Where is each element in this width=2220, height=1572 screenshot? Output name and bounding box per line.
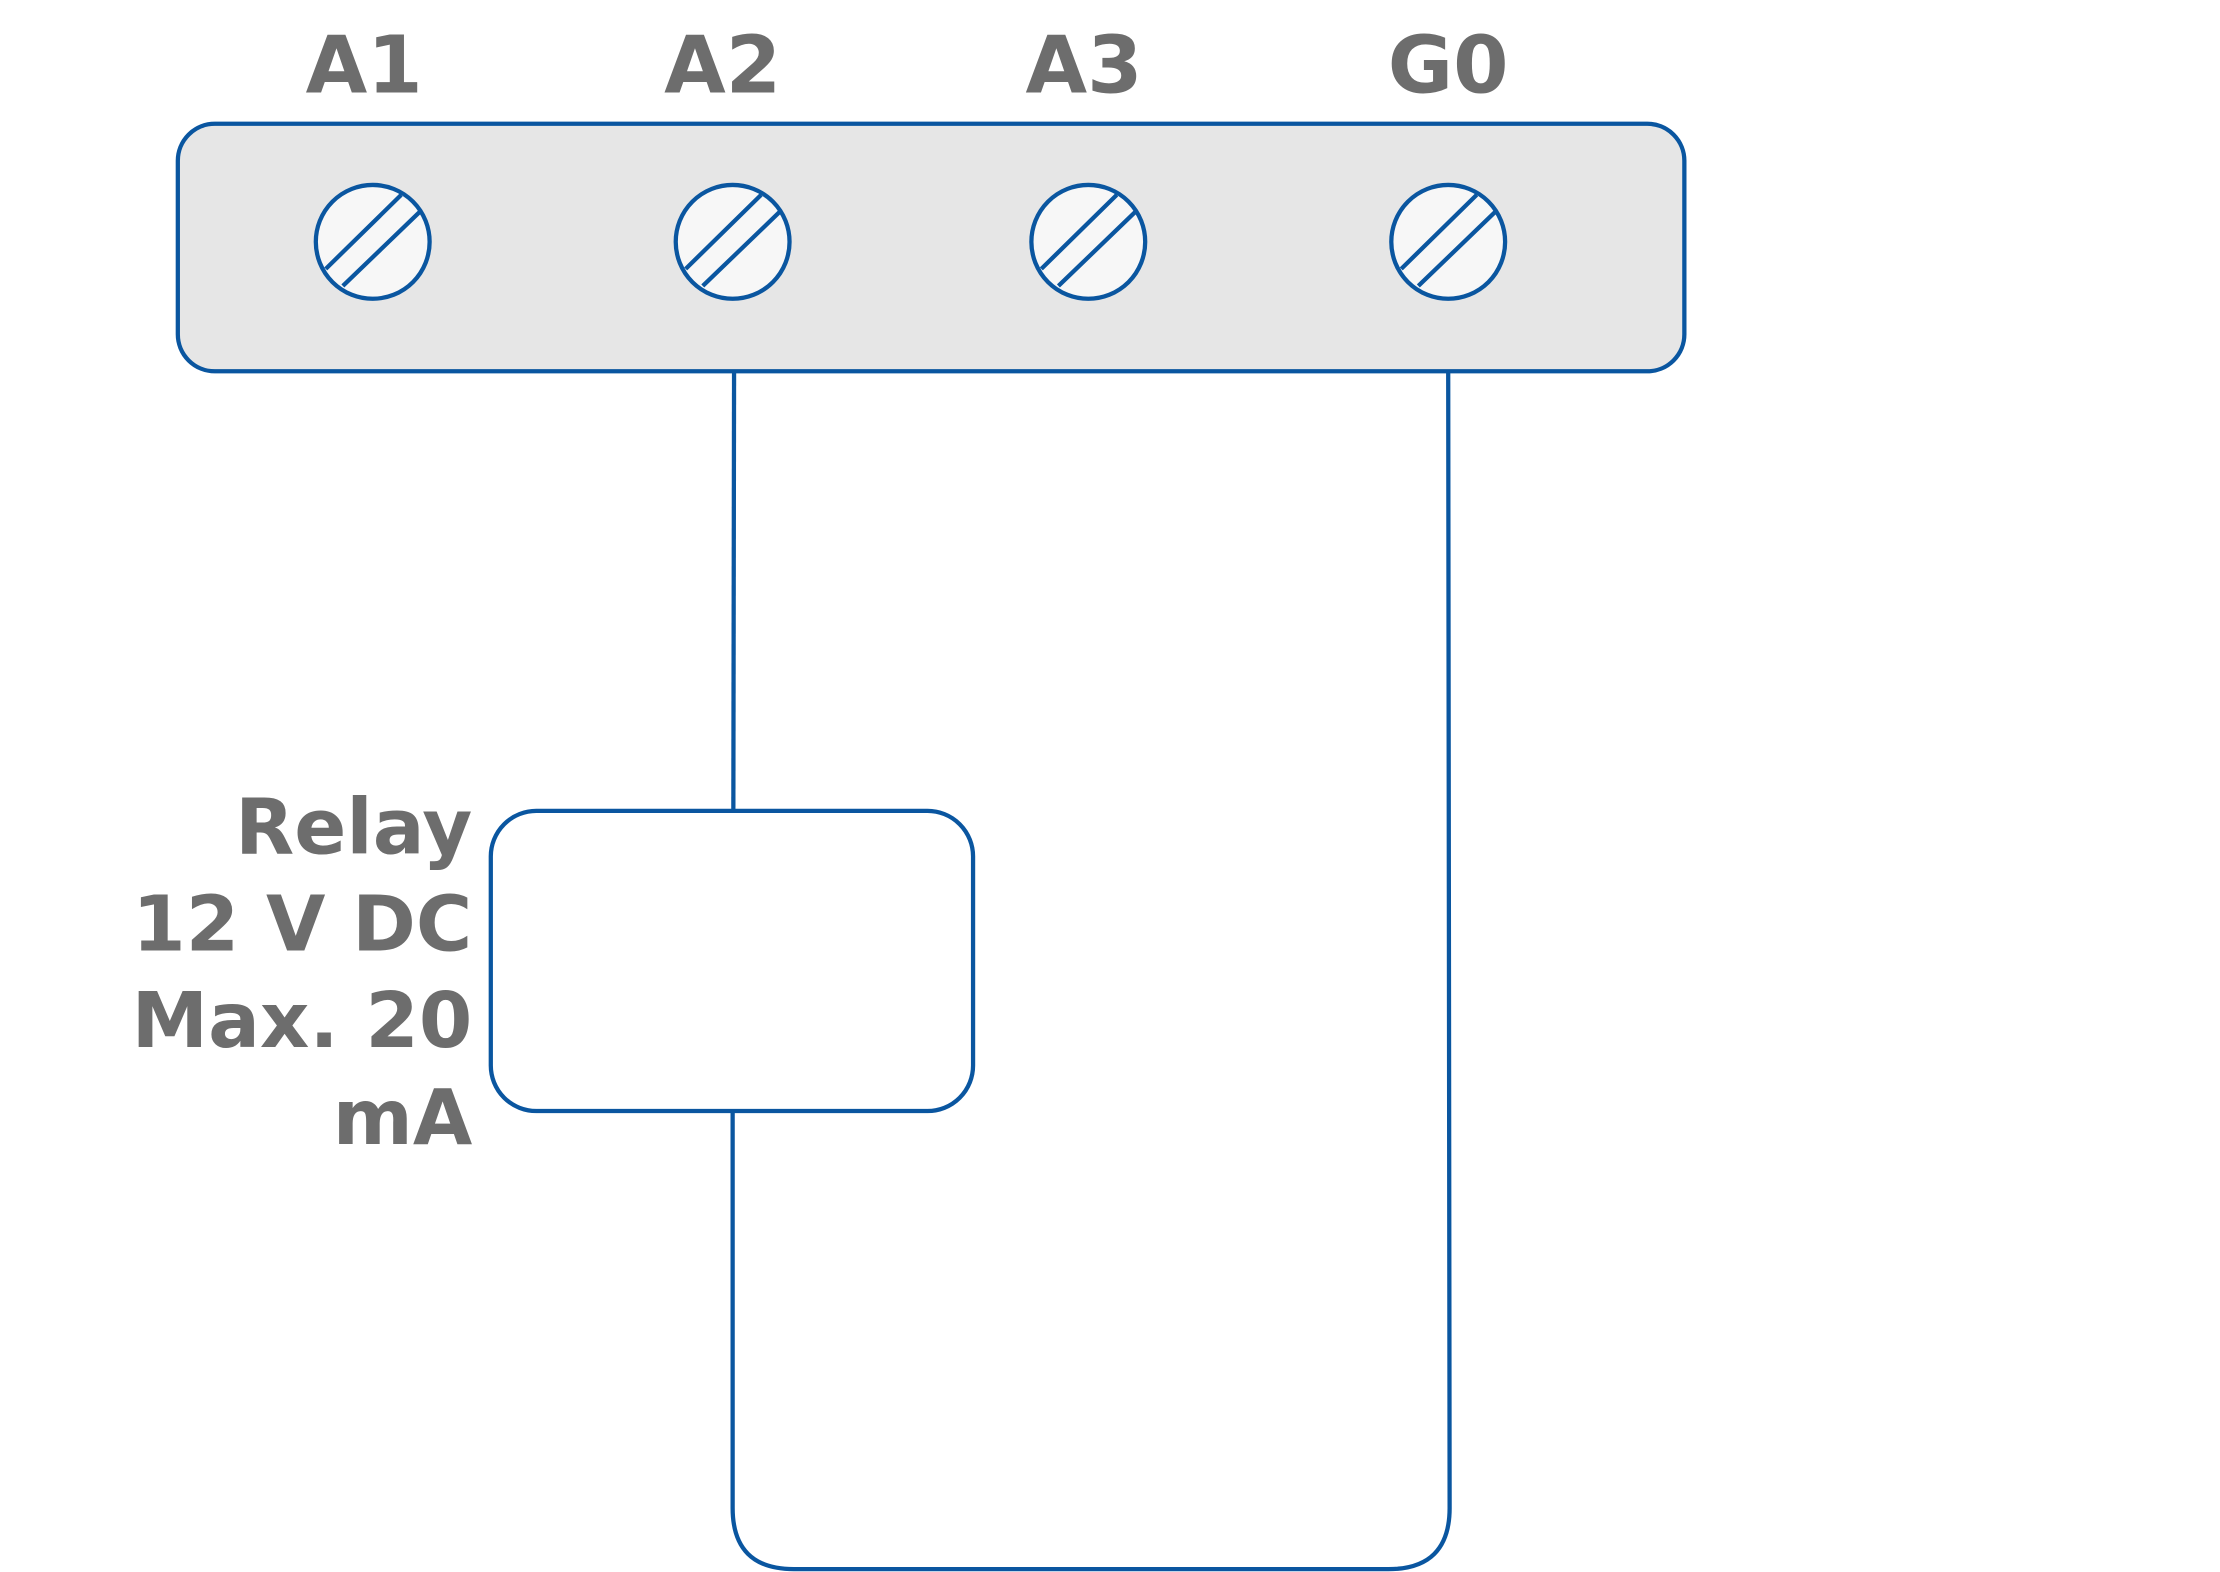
terminal-label-a3: A3 — [1025, 19, 1143, 113]
screw-a1 — [313, 182, 432, 301]
relay-spec-line: Relay — [235, 782, 473, 873]
terminal-block — [175, 121, 1687, 374]
relay-spec-line: Max. 20 — [131, 975, 473, 1066]
screw-g0 — [1389, 182, 1508, 301]
relay-spec-label: Relay 12 V DC Max. 20 mA — [114, 780, 473, 1167]
wire-a2-to-relay — [731, 371, 737, 811]
relay-box — [488, 808, 976, 1114]
terminal-label-a1: A1 — [305, 19, 423, 113]
terminal-label-a2: A2 — [664, 19, 782, 113]
screw-a3 — [1029, 182, 1148, 301]
screw-a2 — [673, 182, 792, 301]
relay-spec-line: mA — [332, 1072, 473, 1163]
terminal-label-g0: G0 — [1387, 19, 1509, 113]
relay-spec-line: 12 V DC — [132, 879, 473, 969]
wire-relay-to-g0 — [730, 371, 1452, 1572]
